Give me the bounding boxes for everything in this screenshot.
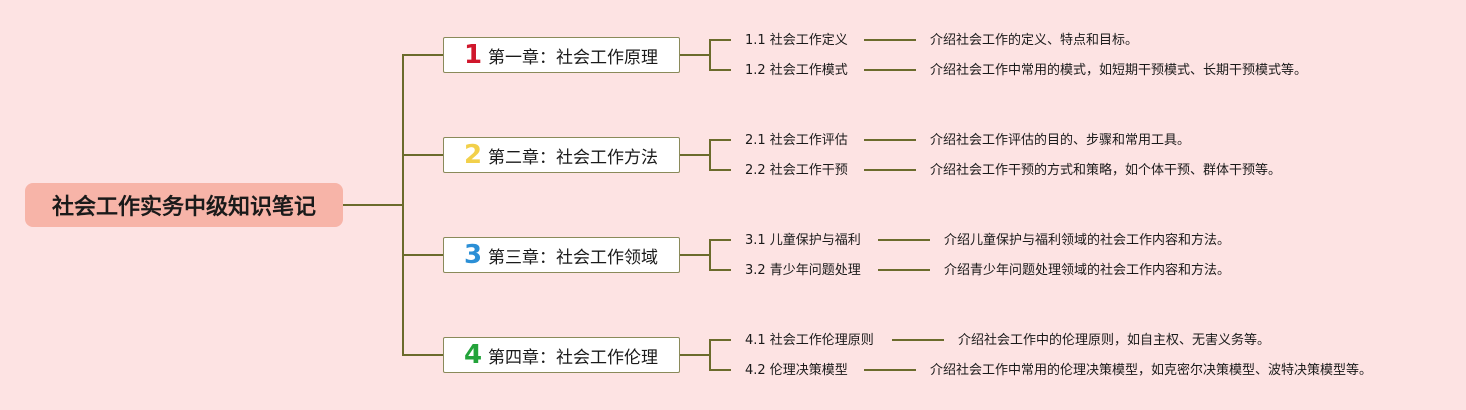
subtopic-1-2[interactable]: 1.2 社会工作模式 — [745, 63, 848, 78]
chapter-number-badge: 1 — [463, 40, 483, 70]
chapter-4-node[interactable]: 4 第四章：社会工作伦理 — [443, 337, 680, 373]
subtopic-3-1[interactable]: 3.1 儿童保护与福利 — [745, 233, 861, 248]
subtopic-2-2[interactable]: 2.2 社会工作干预 — [745, 163, 848, 178]
root-title: 社会工作实务中级知识笔记 — [51, 195, 316, 220]
subtopic-1-1-desc[interactable]: 介绍社会工作的定义、特点和目标。 — [930, 33, 1139, 48]
chapter-number-badge: 2 — [463, 140, 483, 170]
chapter-2-node[interactable]: 2 第二章：社会工作方法 — [443, 137, 680, 173]
subtopic-4-2-desc[interactable]: 介绍社会工作中常用的伦理决策模型，如克密尔决策模型、波特决策模型等。 — [930, 363, 1373, 378]
subtopic-4-1-desc[interactable]: 介绍社会工作中的伦理原则，如自主权、无害义务等。 — [958, 333, 1271, 348]
chapter-3-node[interactable]: 3 第三章：社会工作领域 — [443, 237, 680, 273]
root-topic[interactable]: 社会工作实务中级知识笔记 — [25, 183, 343, 227]
chapter-title: 第一章：社会工作原理 — [488, 47, 658, 68]
chapter-title: 第二章：社会工作方法 — [488, 147, 658, 168]
subtopic-2-2-desc[interactable]: 介绍社会工作干预的方式和策略，如个体干预、群体干预等。 — [930, 163, 1282, 178]
chapter-title: 第三章：社会工作领域 — [488, 247, 658, 268]
chapter-number-badge: 3 — [463, 240, 483, 270]
subtopic-3-1-desc[interactable]: 介绍儿童保护与福利领域的社会工作内容和方法。 — [944, 233, 1231, 248]
subtopic-4-2[interactable]: 4.2 伦理决策模型 — [745, 363, 848, 378]
subtopic-1-2-desc[interactable]: 介绍社会工作中常用的模式，如短期干预模式、长期干预模式等。 — [930, 63, 1308, 78]
subtopic-1-1[interactable]: 1.1 社会工作定义 — [745, 33, 848, 48]
subtopic-3-2-desc[interactable]: 介绍青少年问题处理领域的社会工作内容和方法。 — [944, 263, 1231, 278]
subtopic-3-2[interactable]: 3.2 青少年问题处理 — [745, 263, 861, 278]
chapter-title: 第四章：社会工作伦理 — [488, 347, 658, 368]
subtopic-4-1[interactable]: 4.1 社会工作伦理原则 — [745, 333, 874, 348]
subtopic-2-1[interactable]: 2.1 社会工作评估 — [745, 133, 848, 148]
chapter-number-badge: 4 — [463, 340, 483, 370]
subtopic-2-1-desc[interactable]: 介绍社会工作评估的目的、步骤和常用工具。 — [930, 133, 1191, 148]
chapter-1-node[interactable]: 1 第一章：社会工作原理 — [443, 37, 680, 73]
